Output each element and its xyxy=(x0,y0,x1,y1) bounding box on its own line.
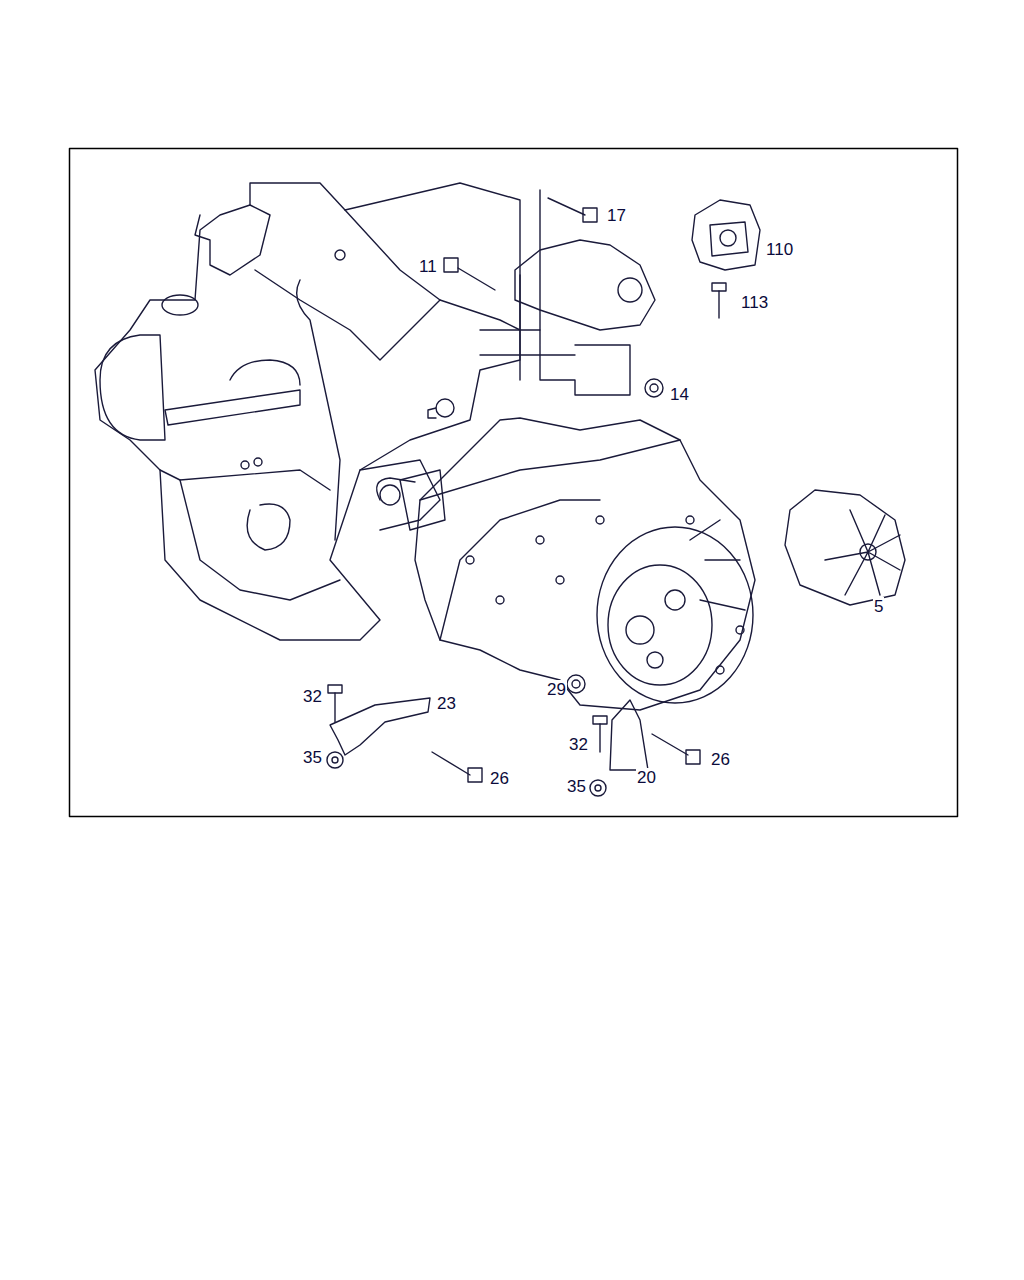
callout-number: 110 xyxy=(765,240,794,260)
bracket-20 xyxy=(610,700,648,770)
bolts xyxy=(328,198,726,782)
callout-number: 14 xyxy=(669,385,690,405)
engine-drawing xyxy=(95,183,630,640)
callout-number: 32 xyxy=(568,735,589,755)
callout-number: 26 xyxy=(710,750,731,770)
callout-number: 5 xyxy=(873,597,884,617)
callout-number: 32 xyxy=(302,687,323,707)
callout-number: 35 xyxy=(566,777,587,797)
frame xyxy=(70,149,958,817)
rubber-mount-5 xyxy=(785,490,905,605)
transmission-drawing xyxy=(380,418,755,710)
callout-number: 23 xyxy=(436,694,457,714)
callout-number: 29 xyxy=(546,680,567,700)
callout-number: 35 xyxy=(302,748,323,768)
callout-number: 26 xyxy=(489,769,510,789)
callout-number: 113 xyxy=(740,293,769,313)
callout-number: 17 xyxy=(606,206,627,226)
callout-number: 20 xyxy=(636,768,657,788)
bracket-23 xyxy=(330,698,430,755)
engine-bracket xyxy=(515,190,655,380)
rubber-mount-110 xyxy=(692,200,760,270)
callout-number: 11 xyxy=(418,257,438,277)
nuts xyxy=(327,379,663,796)
